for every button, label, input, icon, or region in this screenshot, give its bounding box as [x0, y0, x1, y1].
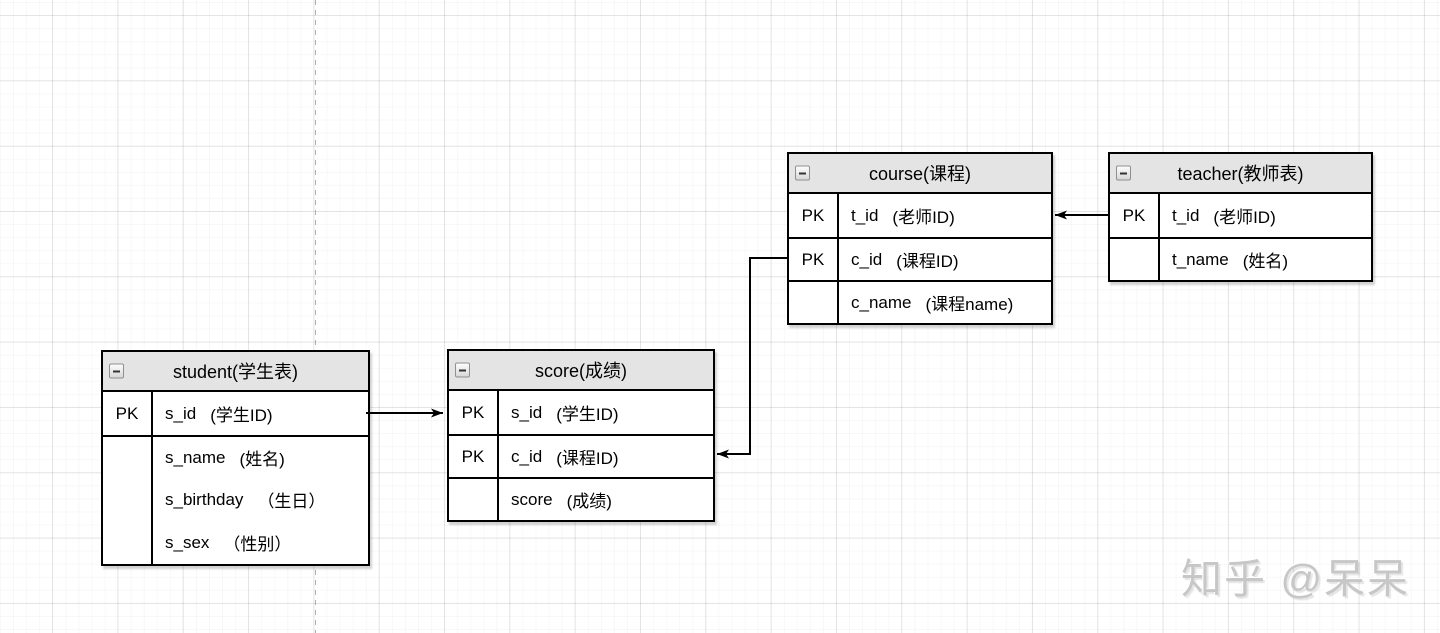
table-title: teacher(教师表)	[1177, 164, 1304, 184]
pk-label	[449, 479, 499, 520]
pk-label	[103, 437, 153, 478]
page-boundary-line	[315, 0, 316, 633]
collapse-icon[interactable]	[455, 362, 470, 378]
table-header-student: student(学生表)	[103, 352, 368, 392]
pk-label	[789, 282, 839, 323]
collapse-icon[interactable]	[795, 165, 810, 181]
table-row: s_name (姓名)	[103, 435, 368, 478]
table-row: c_name (课程name)	[789, 280, 1051, 323]
pk-label: PK	[789, 194, 839, 237]
field-note: (老师ID)	[1213, 208, 1276, 227]
field-note: (学生ID)	[556, 405, 619, 424]
field-name: c_name	[851, 292, 912, 312]
pk-label: PK	[1110, 194, 1160, 237]
table-header-teacher: teacher(教师表)	[1110, 154, 1371, 194]
pk-label	[103, 521, 153, 564]
field-note: (姓名)	[1242, 252, 1289, 271]
table-row: PK c_id (课程ID)	[789, 237, 1051, 280]
field-name: score	[511, 489, 553, 509]
pk-label: PK	[449, 391, 499, 434]
table-row: PK c_id (课程ID)	[449, 434, 713, 477]
field-name: s_name	[165, 447, 226, 467]
field-name: t_id	[1172, 205, 1200, 225]
entity-table-course[interactable]: course(课程) PK t_id (老师ID) PK c_id (课程ID) c…	[787, 152, 1053, 325]
field-name: s_birthday	[165, 489, 244, 509]
table-row: PK t_id (老师ID)	[1110, 194, 1371, 237]
entity-table-score[interactable]: score(成绩) PK s_id(学生ID) PK c_id(课程ID) sc…	[447, 349, 715, 522]
field-name: s_id	[165, 403, 197, 423]
collapse-icon[interactable]	[1116, 165, 1131, 181]
table-row: s_birthday （生日）	[103, 478, 368, 521]
field-note: (课程ID)	[556, 449, 619, 468]
table-row: PK s_id (学生ID)	[103, 392, 368, 435]
table-row: score (成绩)	[449, 477, 713, 520]
pk-label	[103, 478, 153, 521]
table-header-course: course(课程)	[789, 154, 1051, 194]
entity-table-teacher[interactable]: teacher(教师表) PK t_id (老师ID) t_name (姓名)	[1108, 152, 1373, 282]
field-note: (老师ID)	[892, 208, 955, 227]
table-title: student(学生表)	[172, 362, 299, 382]
table-header-score: score(成绩)	[449, 351, 713, 391]
pk-label	[1110, 239, 1160, 280]
field-note: (姓名)	[239, 450, 285, 469]
field-note: （性别）	[223, 535, 292, 554]
field-note: (课程name)	[925, 295, 1014, 314]
minus-icon	[113, 370, 120, 372]
minus-icon	[459, 369, 466, 371]
table-title: course(课程)	[868, 164, 971, 184]
pk-label: PK	[789, 239, 839, 280]
table-row: s_sex （性别）	[103, 521, 368, 564]
field-note: (成绩)	[566, 492, 612, 511]
field-name: t_name	[1172, 249, 1229, 269]
table-row: t_name (姓名)	[1110, 237, 1371, 280]
field-name: s_id	[511, 402, 543, 422]
field-name: s_sex	[165, 532, 210, 552]
table-row: PK s_id (学生ID)	[449, 391, 713, 434]
watermark-zhihu: 知乎 @呆呆	[1180, 556, 1410, 602]
minus-icon	[799, 172, 806, 174]
table-row: PK t_id (老师ID)	[789, 194, 1051, 237]
field-name: c_id	[851, 249, 883, 269]
pk-label: PK	[449, 436, 499, 477]
collapse-icon[interactable]	[109, 363, 124, 379]
field-name: c_id	[511, 446, 543, 466]
field-note: （生日）	[257, 492, 326, 511]
field-note: (课程ID)	[896, 252, 959, 271]
field-note: (学生ID)	[210, 406, 273, 425]
entity-table-student[interactable]: student(学生表) PK s_id (学生ID) s_name (姓名) s_…	[101, 350, 370, 566]
table-title: score(成绩)	[534, 361, 627, 381]
field-name: t_id	[851, 205, 879, 225]
pk-label: PK	[103, 392, 153, 435]
minus-icon	[1120, 172, 1127, 174]
